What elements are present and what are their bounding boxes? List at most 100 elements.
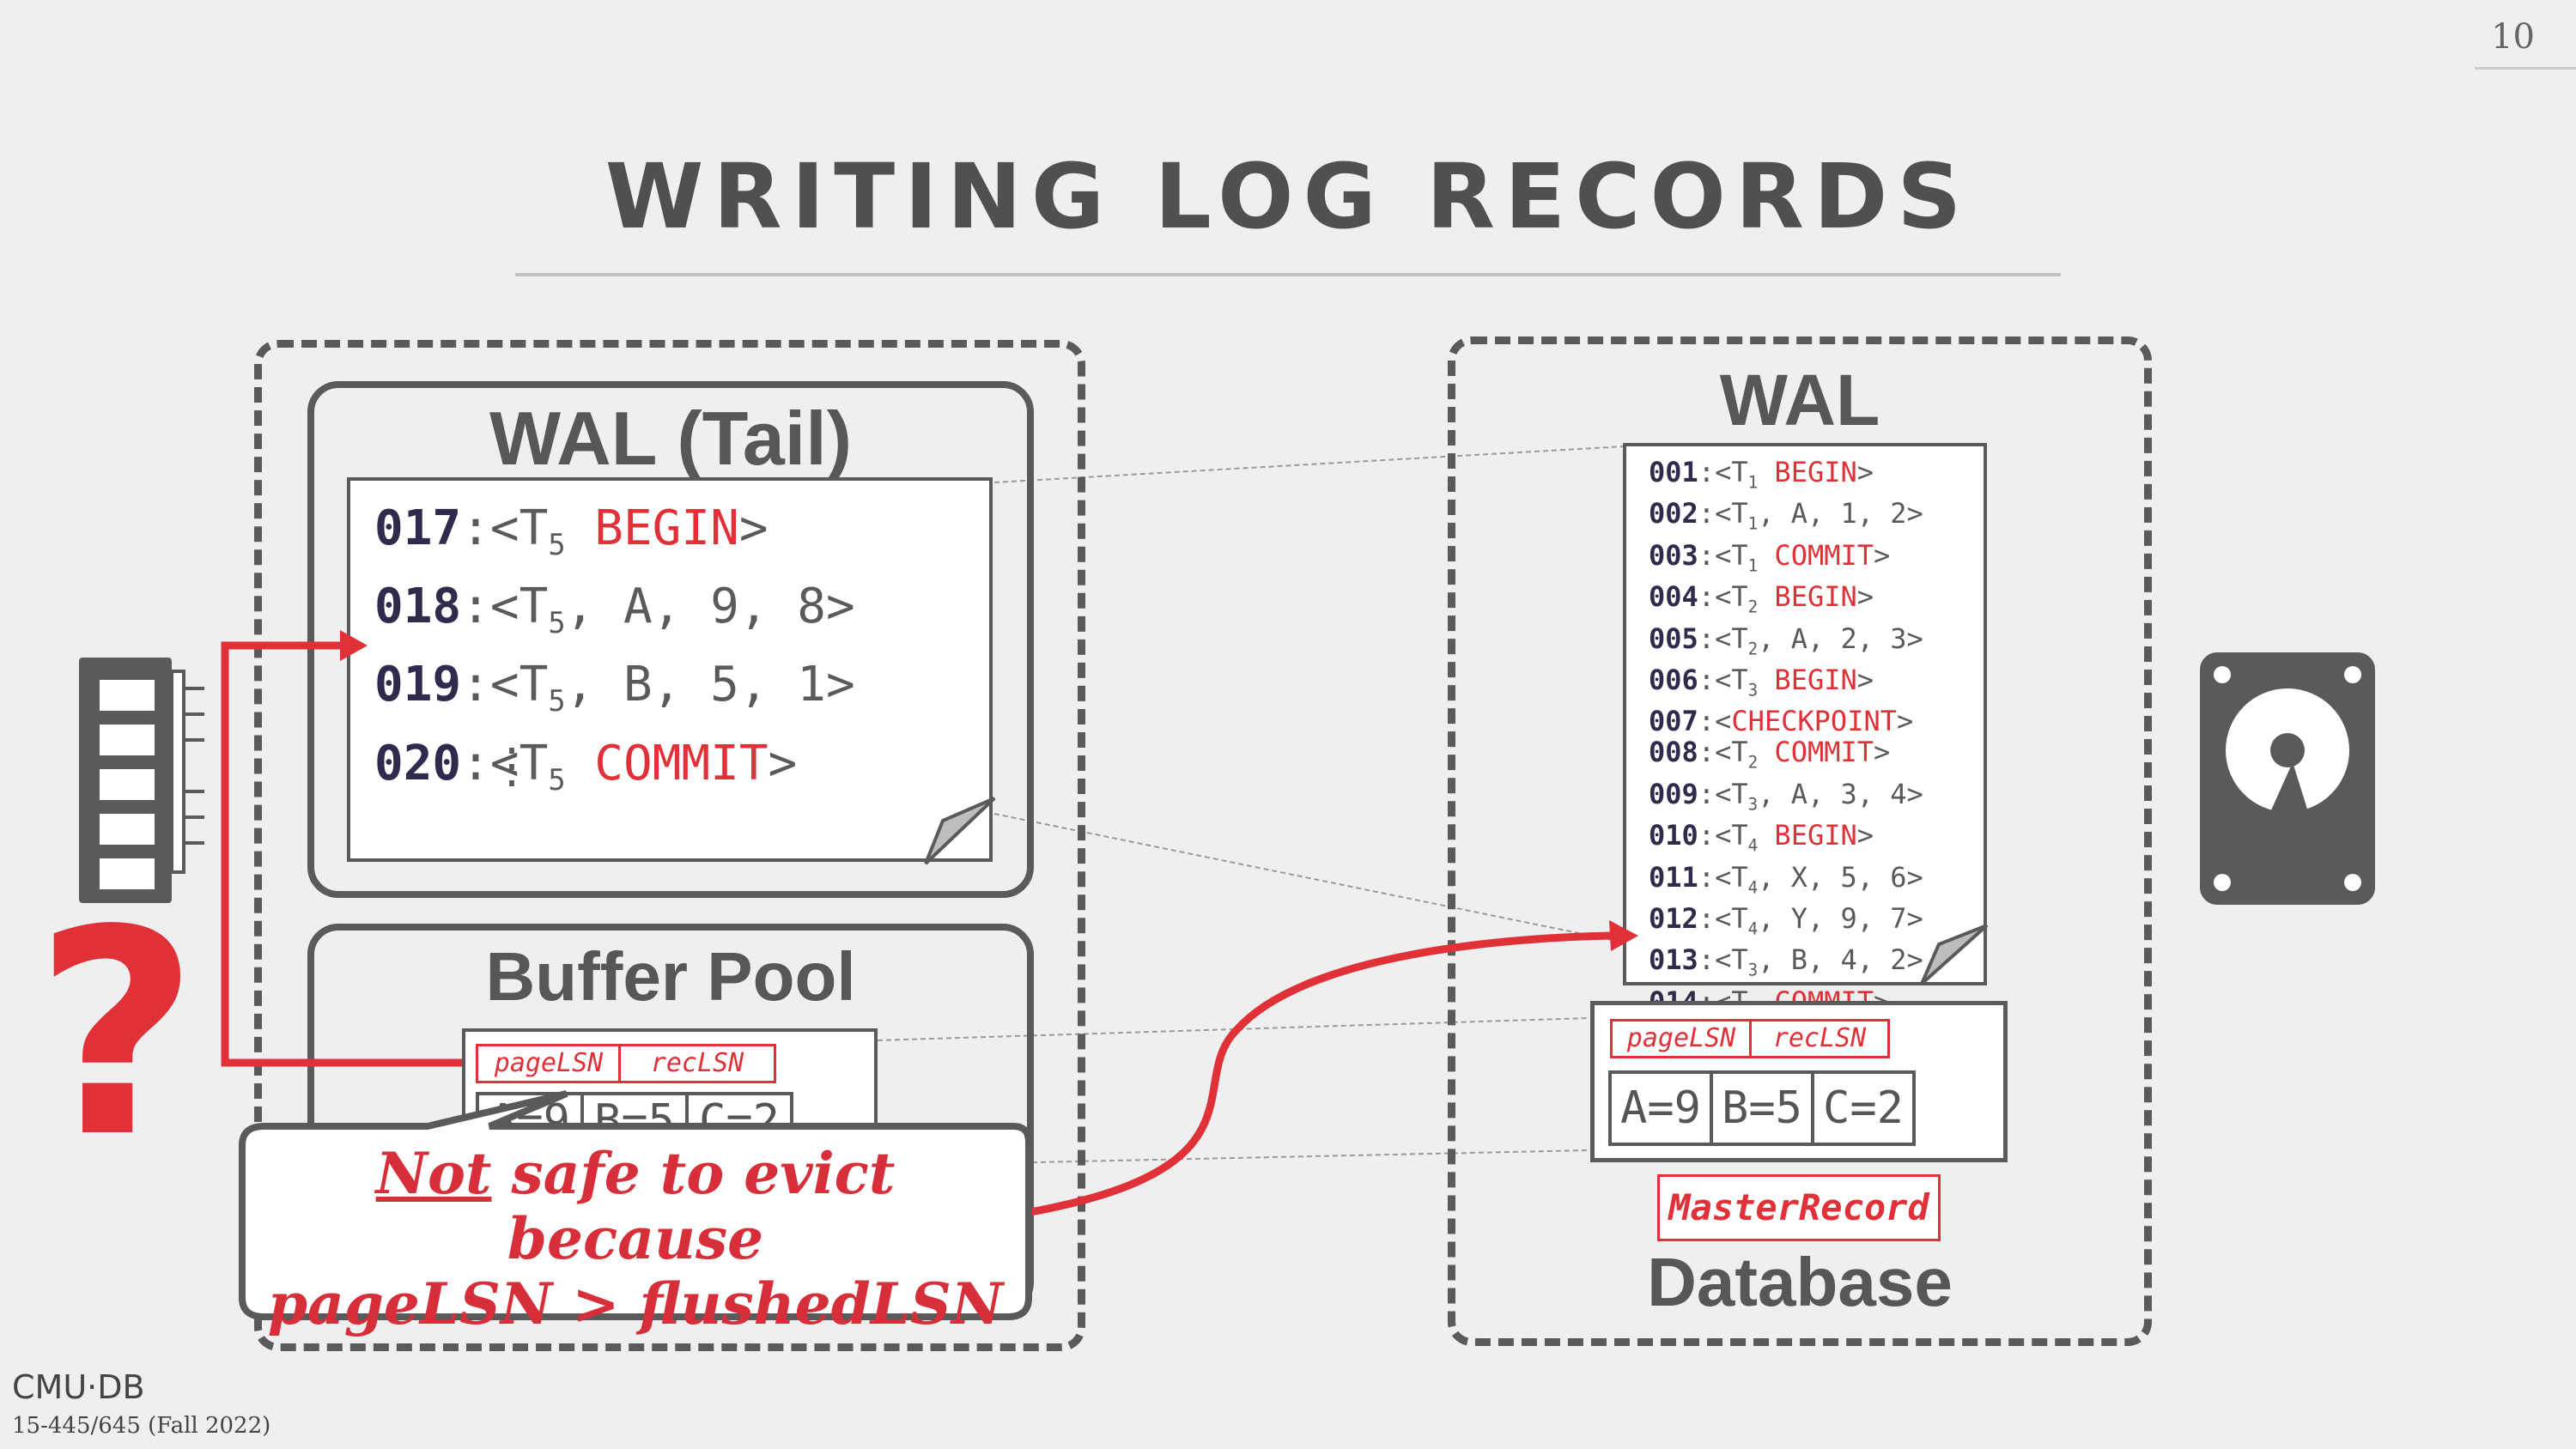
master-record-tag: MasterRecord: [1657, 1174, 1941, 1241]
wal-tail-record: 020:<T5 COMMIT>: [374, 733, 855, 811]
record-body: , A, 2, 3>: [1758, 621, 1923, 655]
wal-tail-record: 018:<T5, A, 9, 8>: [374, 576, 855, 654]
disk-wal-record: 007:<CHECKPOINT>: [1649, 706, 1923, 737]
record-keyword: BEGIN: [1774, 580, 1857, 614]
record-open: :<T: [1698, 580, 1748, 614]
disk-rec-lsn-tag: recLSN: [1749, 1019, 1890, 1058]
record-lsn: 019: [374, 657, 462, 713]
txn-subscript: 5: [548, 762, 566, 797]
disk-page: pageLSN recLSN A=9 B=5 C=2: [1590, 1001, 2008, 1162]
record-open: :<T: [461, 735, 549, 791]
disk-wal-record: 005:<T2, A, 2, 3>: [1649, 623, 1923, 664]
record-lsn: 007: [1649, 705, 1698, 738]
callout-not: Not: [375, 1140, 492, 1207]
disk-wal-record: 006:<T3 BEGIN>: [1649, 664, 1923, 706]
record-body: , B, 4, 2>: [1758, 943, 1923, 977]
page-curl-icon: [924, 797, 996, 865]
pagelsn-arrowhead: [340, 630, 368, 661]
title-rule: [515, 273, 2061, 276]
disk-wal-record: 002:<T1, A, 1, 2>: [1649, 498, 1923, 539]
record-open: :<T: [1698, 456, 1748, 488]
record-close: >: [1896, 705, 1914, 738]
txn-subscript: 3: [1747, 794, 1759, 815]
record-close: >: [1874, 736, 1891, 769]
record-open: :<T: [461, 500, 549, 556]
txn-subscript: 1: [1747, 555, 1759, 576]
callout-line2: pageLSN > flushedLSN: [267, 1270, 1004, 1337]
disk-wal-record: 004:<T2 BEGIN>: [1649, 581, 1923, 622]
txn-subscript: 2: [1747, 597, 1759, 617]
callout-bubble: [239, 1090, 1032, 1320]
record-keyword: BEGIN: [594, 500, 739, 556]
database-label: Database: [1647, 1244, 1953, 1320]
record-body: , A, 9, 8>: [565, 579, 855, 635]
ram-icon: [79, 658, 204, 903]
buffer-pool-title: Buffer Pool: [485, 938, 856, 1015]
record-keyword: BEGIN: [1774, 663, 1857, 696]
record-lsn: 001: [1649, 456, 1698, 488]
record-lsn: 008: [1649, 736, 1698, 769]
hard-drive-icon: [2200, 652, 2375, 905]
record-lsn: 004: [1649, 580, 1698, 614]
txn-subscript: 5: [548, 528, 566, 562]
record-open: :<T: [1698, 943, 1748, 977]
txn-subscript: 3: [1747, 680, 1759, 700]
record-lsn: 009: [1649, 777, 1698, 810]
record-body: , A, 3, 4>: [1758, 777, 1923, 810]
record-close: >: [1856, 663, 1874, 696]
question-mark-icon: ?: [34, 870, 199, 1199]
disk-cell-b: B=5: [1710, 1070, 1814, 1146]
wal-tail-record: 017:<T5 BEGIN>: [374, 498, 855, 576]
connector-line-page-bottom: [877, 1149, 1589, 1167]
record-open: :<T: [1698, 860, 1748, 894]
txn-subscript: 4: [1747, 919, 1759, 939]
record-open: :<T: [1698, 901, 1748, 935]
disk-wal-record: 009:<T3, A, 3, 4>: [1649, 779, 1923, 820]
disk-region: [1448, 336, 2152, 1346]
slide-number-rule: [2475, 67, 2576, 70]
record-lsn: 013: [1649, 943, 1698, 977]
record-open: :<T: [1698, 819, 1748, 852]
txn-subscript: 5: [548, 606, 566, 640]
disk-page-curl-icon: [1920, 924, 1989, 985]
flushed-lsn-arrow: [1030, 931, 1613, 1216]
disk-wal-title: WAL: [1719, 360, 1880, 440]
wal-tail-paper: 017:<T5 BEGIN>018:<T5, A, 9, 8>019:<T5, …: [347, 477, 993, 862]
course-label: 15-445/645 (Fall 2022): [12, 1413, 271, 1439]
slide-number: 10: [2491, 17, 2535, 57]
record-keyword: COMMIT: [594, 735, 769, 791]
record-lsn: 011: [1649, 860, 1698, 894]
record-keyword: BEGIN: [1774, 819, 1857, 852]
record-close: >: [1856, 819, 1874, 852]
wal-tail-record: 019:<T5, B, 5, 1>: [374, 654, 855, 732]
record-close: >: [768, 735, 798, 791]
wal-tail-box: [307, 381, 1034, 898]
record-lsn: 002: [1649, 497, 1698, 530]
wal-tail-records: 017:<T5 BEGIN>018:<T5, A, 9, 8>019:<T5, …: [374, 498, 855, 811]
txn-subscript: 3: [1747, 960, 1759, 980]
txn-subscript: 4: [1747, 876, 1759, 897]
record-open: :<: [1698, 705, 1732, 738]
record-lsn: 012: [1649, 901, 1698, 935]
record-body: , B, 5, 1>: [565, 657, 855, 713]
record-lsn: 018: [374, 579, 462, 635]
record-open: :<T: [1698, 497, 1748, 530]
record-open: :<T: [1698, 538, 1748, 572]
cmu-db-logo: CMU·DB: [12, 1368, 145, 1406]
record-keyword: CHECKPOINT: [1731, 705, 1897, 738]
slide-title: WRITING LOG RECORDS: [605, 144, 1971, 249]
txn-subscript: 5: [548, 684, 566, 718]
record-body: , A, 1, 2>: [1758, 497, 1923, 530]
disk-wal-paper: 001:<T1 BEGIN>002:<T1, A, 1, 2>003:<T1 C…: [1623, 443, 1987, 1105]
txn-subscript: 4: [1747, 835, 1759, 856]
disk-wal-record: 010:<T4 BEGIN>: [1649, 820, 1923, 861]
disk-wal-record: 012:<T4, Y, 9, 7>: [1649, 903, 1923, 944]
record-body: , Y, 9, 7>: [1758, 901, 1923, 935]
disk-cell-a: A=9: [1608, 1070, 1713, 1146]
txn-subscript: 1: [1747, 513, 1759, 534]
record-lsn: 006: [1649, 663, 1698, 696]
record-open: :<T: [461, 657, 549, 713]
record-keyword: BEGIN: [1774, 456, 1857, 488]
memory-region: [254, 340, 1085, 1351]
